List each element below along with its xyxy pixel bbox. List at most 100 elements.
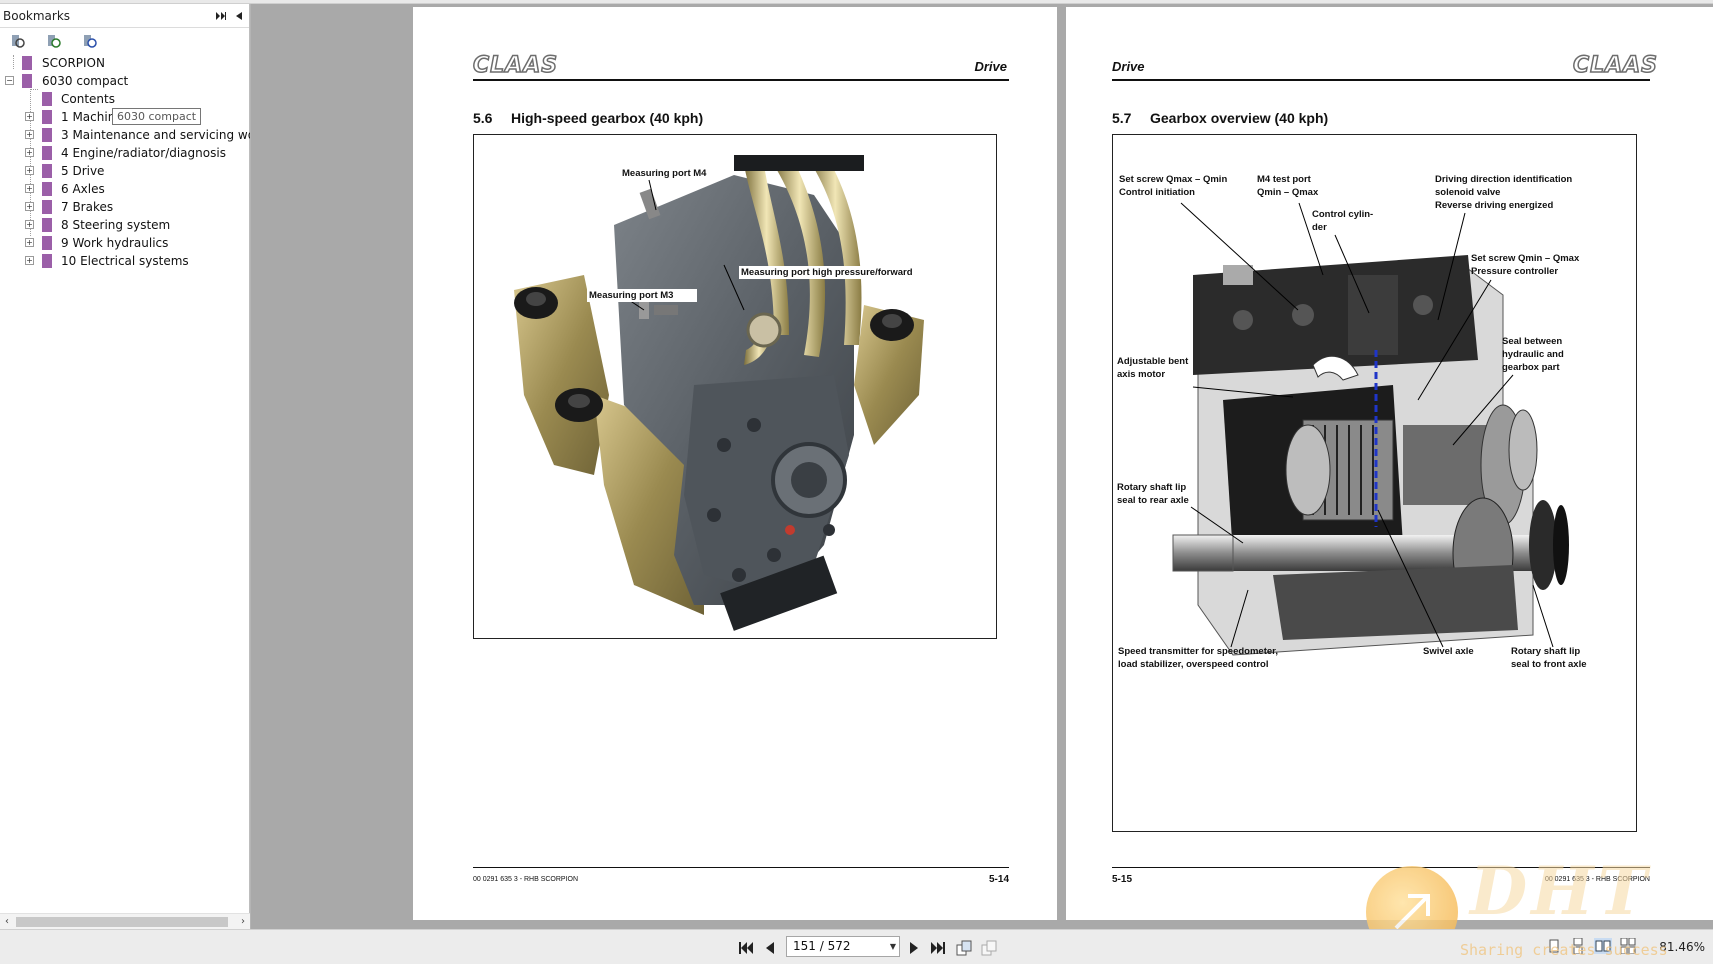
bookmark-tooltip: 6030 compact: [112, 108, 202, 125]
header-rule: [473, 79, 1009, 81]
zoom-level[interactable]: 81.46%: [1659, 940, 1705, 954]
callout-seal: Seal between hydraulic and gearbox part: [1502, 336, 1564, 373]
figure-frame: Measuring port M4 Measuring port high pr…: [473, 134, 997, 639]
bookmark-item-6030-compact[interactable]: − 6030 compact: [0, 72, 249, 90]
gearbox-cutaway-diagram: [1172, 202, 1569, 656]
bookmark-item-scorpion[interactable]: SCORPION: [0, 54, 249, 72]
expand-toggle[interactable]: +: [25, 256, 34, 265]
bookmarks-toolbar: [0, 28, 249, 54]
watermark-text: DHT: [1470, 852, 1651, 930]
bookmark-label: 7 Brakes: [61, 200, 114, 214]
next-page-icon[interactable]: [906, 939, 922, 957]
expand-toggle[interactable]: +: [25, 202, 34, 211]
fit-page-icon[interactable]: [980, 939, 998, 957]
bookmark-item-steering[interactable]: + 8 Steering system: [0, 216, 249, 234]
expand-panel-icon[interactable]: [213, 8, 229, 24]
callout-qmin-set-screw: Set screw Qmin – Qmax Pressure controlle…: [1471, 253, 1580, 277]
scrollbar-thumb[interactable]: [16, 917, 228, 927]
callout-high-pressure: Measuring port high pressure/forward: [739, 266, 915, 279]
bookmark-label: SCORPION: [42, 56, 105, 70]
scroll-left-icon[interactable]: ‹: [5, 916, 9, 927]
bookmark-icon: [42, 236, 52, 250]
bookmark-icon: [42, 146, 52, 160]
facing-view-icon[interactable]: [1594, 938, 1612, 956]
bookmarks-title: Bookmarks: [3, 8, 71, 23]
figure-frame: Set screw Qmax – Qmin Control initiation…: [1112, 134, 1637, 832]
page-number-input[interactable]: 151 / 572 ▼: [786, 936, 900, 957]
bookmark-icon: [42, 254, 52, 268]
claas-logo: CLAAS: [472, 52, 559, 79]
footer-rule: [1112, 867, 1650, 868]
page-heading: 5.6 High-speed gearbox (40 kph): [473, 110, 703, 126]
footer-doc-number: 00 0291 635 3 - RHB SCORPION: [1544, 876, 1650, 883]
bookmark-item-engine[interactable]: + 4 Engine/radiator/diagnosis: [0, 144, 249, 162]
callout-rear-axle-seal: Rotary shaft lip seal to rear axle: [1117, 482, 1189, 506]
bookmark-label: 8 Steering system: [61, 218, 171, 232]
callout-qmax-set-screw: Set screw Qmax – Qmin Control initiation: [1119, 174, 1228, 198]
expand-toggle[interactable]: +: [25, 130, 34, 139]
collapse-toggle[interactable]: −: [5, 76, 14, 85]
bookmark-item-maintenance[interactable]: + 3 Maintenance and servicing work: [0, 126, 267, 144]
continuous-facing-view-icon[interactable]: [1620, 937, 1638, 956]
rotate-view-icon[interactable]: [955, 939, 973, 957]
callout-swivel-axle: Swivel axle: [1423, 646, 1474, 657]
gearbox-photo: [514, 155, 924, 631]
bookmark-icon: [22, 74, 32, 88]
footer-rule: [473, 867, 1009, 868]
footer-page-number: 5-15: [1112, 874, 1133, 885]
bookmark-icon: [42, 128, 52, 142]
section-title: Drive: [1112, 59, 1145, 74]
heading-text: High-speed gearbox (40 kph): [511, 110, 704, 126]
bookmark-item-brakes[interactable]: + 7 Brakes: [0, 198, 249, 216]
bookmark-label: 6 Axles: [61, 182, 105, 196]
bookmark-label: 9 Work hydraulics: [61, 236, 169, 250]
scroll-right-icon[interactable]: ›: [241, 916, 245, 927]
bookmark-options-icon[interactable]: [8, 31, 28, 51]
bookmark-item-work-hydraulics[interactable]: + 9 Work hydraulics: [0, 234, 249, 252]
callout-m3: Measuring port M3: [587, 289, 697, 302]
expand-toggle[interactable]: +: [25, 166, 34, 175]
bookmark-icon: [42, 110, 52, 124]
callout-bent-axis-motor: Adjustable bent axis motor: [1117, 356, 1189, 380]
bookmark-item-contents[interactable]: Contents: [0, 90, 249, 108]
callout-control-cylinder: Control cylin- der: [1312, 209, 1374, 233]
expand-toggle[interactable]: +: [25, 220, 34, 229]
continuous-view-icon[interactable]: [1570, 937, 1588, 956]
chevron-down-icon[interactable]: ▼: [889, 942, 896, 951]
expand-bookmark-icon[interactable]: [44, 31, 64, 51]
find-bookmark-icon[interactable]: [80, 31, 100, 51]
previous-page-icon[interactable]: [762, 939, 778, 957]
expand-toggle[interactable]: +: [25, 184, 34, 193]
bookmark-label: 3 Maintenance and servicing work: [61, 128, 267, 142]
bookmark-icon: [22, 56, 32, 70]
expand-toggle[interactable]: +: [25, 148, 34, 157]
heading-number: 5.6: [473, 110, 493, 126]
page-left: CLAAS Drive 5.6 High-speed gearbox (40 kp…: [413, 7, 1057, 920]
collapse-panel-icon[interactable]: [231, 8, 247, 24]
last-page-icon[interactable]: [929, 939, 947, 957]
expand-toggle[interactable]: +: [25, 238, 34, 247]
bookmark-icon: [42, 92, 52, 106]
bookmark-tree: SCORPION − 6030 compact Contents + 1 Mac…: [0, 54, 267, 270]
bookmark-icon: [42, 182, 52, 196]
section-title: Drive: [974, 59, 1007, 74]
bookmark-item-axles[interactable]: + 6 Axles: [0, 180, 249, 198]
sidebar-horizontal-scrollbar[interactable]: ‹ ›: [0, 913, 250, 929]
footer-doc-number: 00 0291 635 3 - RHB SCORPION: [473, 876, 579, 883]
bookmark-label: 6030 compact: [42, 74, 129, 88]
heading-text: Gearbox overview (40 kph): [1150, 110, 1329, 126]
expand-toggle[interactable]: +: [25, 112, 34, 121]
bookmark-label: 5 Drive: [61, 164, 105, 178]
bookmark-icon: [42, 164, 52, 178]
bookmark-item-drive[interactable]: + 5 Drive: [0, 162, 249, 180]
single-page-view-icon[interactable]: [1546, 938, 1564, 956]
first-page-icon[interactable]: [737, 939, 755, 957]
footer-page-number: 5-14: [988, 874, 1009, 885]
navigation-toolbar: 151 / 572 ▼ 81.46%: [0, 929, 1713, 964]
bookmark-label: 10 Electrical systems: [61, 254, 189, 268]
bookmark-label: 4 Engine/radiator/diagnosis: [61, 146, 226, 160]
bookmark-item-electrical[interactable]: + 10 Electrical systems: [0, 252, 249, 270]
